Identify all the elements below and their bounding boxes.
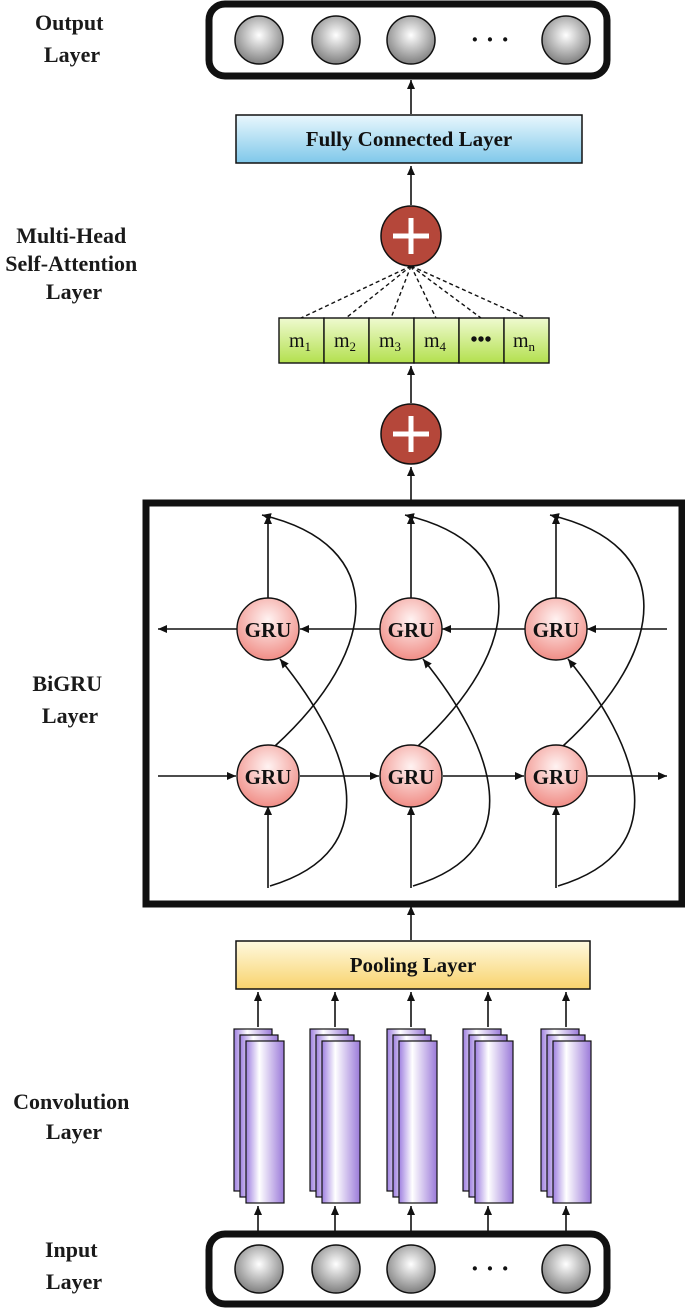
svg-text:GRU: GRU [533,618,580,642]
conv-filter-stack [233,1028,285,1204]
gru-node-backward: GRU [524,597,588,661]
input-node [311,1244,361,1294]
output-ellipsis: · · · [470,25,509,54]
convolution-filters [233,1028,592,1204]
attention-layer-label: Multi-Head Self-Attention Layer [5,223,142,304]
fully-connected-label: Fully Connected Layer [306,127,512,151]
svg-text:m1: m1 [289,330,311,354]
svg-text:GRU: GRU [245,765,292,789]
attention-cells: m1 m2 m3 m4 ••• mn [278,317,550,364]
svg-text:•••: ••• [470,329,491,351]
input-ellipsis: · · · [470,1254,509,1283]
input-node [386,1244,436,1294]
svg-text:mn: mn [513,330,536,354]
pooling-layer: Pooling Layer [235,940,591,990]
conv-filter-stack [386,1028,438,1204]
svg-text:m3: m3 [379,330,401,354]
output-node [386,15,436,65]
attention-weight-lines [300,265,527,319]
input-node [541,1244,591,1294]
attention-cell-mn: mn [503,317,550,364]
svg-text:GRU: GRU [388,765,435,789]
fully-connected-layer: Fully Connected Layer [235,114,583,164]
gru-node-forward: GRU [236,744,300,808]
svg-text:m4: m4 [424,330,447,354]
attention-cell-m1: m1 [278,317,325,364]
gru-node-backward: GRU [236,597,300,661]
svg-text:GRU: GRU [245,618,292,642]
input-layer-label: Input Layer [45,1237,103,1294]
conv-filter-stack [462,1028,514,1204]
output-node [234,15,284,65]
attention-sum-node [380,205,442,267]
output-node [541,15,591,65]
bigru-sum-node [380,403,442,465]
attention-cell-ellipsis: ••• [458,317,505,364]
output-layer-label: Output Layer [35,10,109,67]
output-node [311,15,361,65]
output-layer: · · · [205,0,611,80]
pooling-label: Pooling Layer [350,953,477,977]
attention-cell-m4: m4 [413,317,460,364]
input-node [234,1244,284,1294]
gru-node-backward: GRU [379,597,443,661]
conv-filter-stack [309,1028,361,1204]
gru-node-forward: GRU [524,744,588,808]
bigru-layer-label: BiGRU Layer [32,671,107,728]
svg-text:m2: m2 [334,330,356,354]
attention-cell-m3: m3 [368,317,415,364]
convolution-layer-label: Convolution Layer [13,1089,135,1144]
conv-filter-stack [540,1028,592,1204]
gru-node-forward: GRU [379,744,443,808]
svg-text:GRU: GRU [533,765,580,789]
input-layer: · · · [205,1230,611,1308]
attention-cell-m2: m2 [323,317,370,364]
svg-text:GRU: GRU [388,618,435,642]
bigru-layer: GRU GRU GRU GRU GRU GRU [142,499,685,908]
